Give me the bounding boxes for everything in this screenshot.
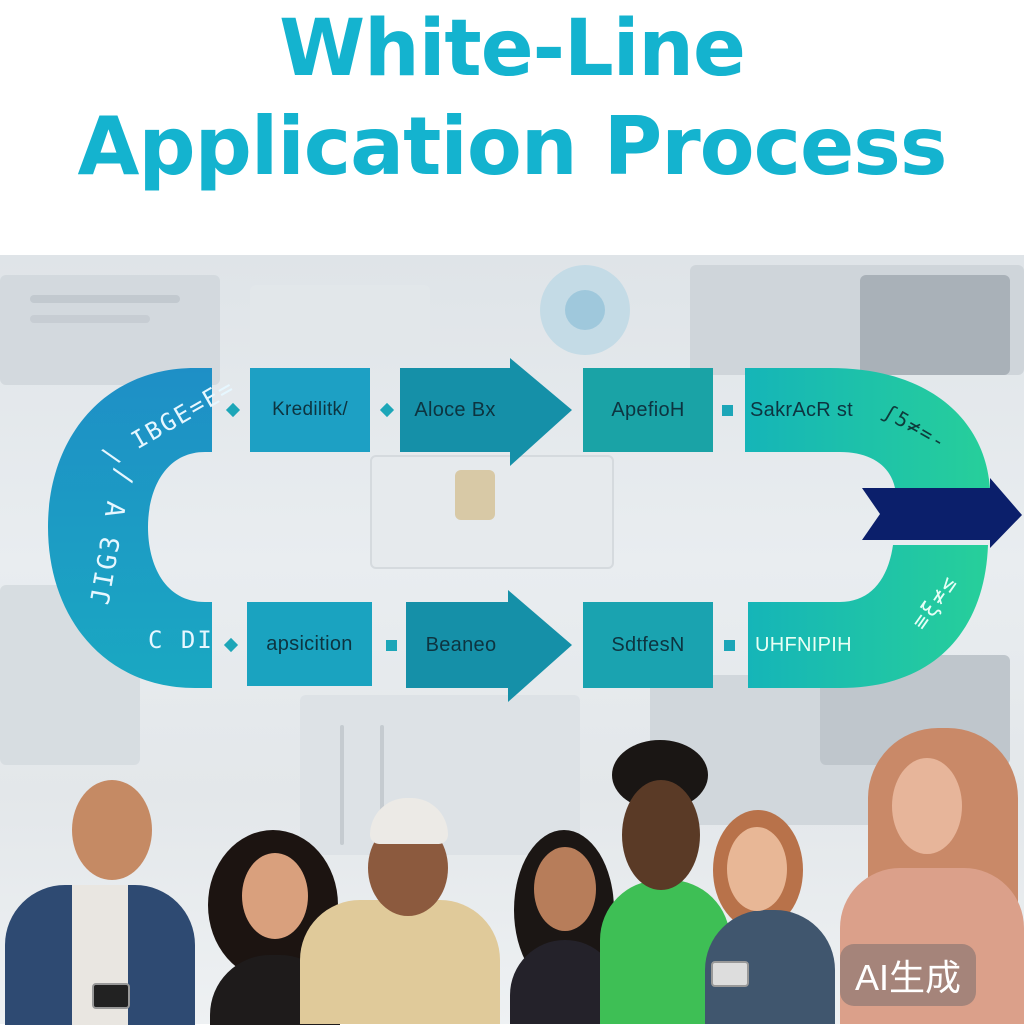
- top-step-1-label: Kredilitk/: [272, 399, 348, 420]
- title-line-1: White-Line: [279, 4, 746, 94]
- top-step-3-label: ApefioH: [611, 398, 685, 421]
- person-girl-redhead: [705, 805, 835, 1024]
- bottom-step-2-label: Beaneo: [425, 633, 497, 656]
- connector-square: [386, 640, 397, 651]
- ai-generated-badge: AI生成: [840, 944, 976, 1006]
- loop-text-lower: C DI: [148, 626, 214, 654]
- connector-square: [724, 640, 735, 651]
- phone-icon: [711, 961, 749, 987]
- bottom-step-4-label: UHFNIPIH: [755, 633, 852, 656]
- phone-icon: [92, 983, 130, 1009]
- top-step-4-label: SakrAcR st: [750, 398, 854, 421]
- connector-square: [722, 405, 733, 416]
- top-step-2-label: Aloce Bx: [414, 398, 496, 421]
- bottom-step-3-label: SdtfesN: [611, 633, 685, 656]
- person-man-blazer: [0, 775, 200, 1025]
- person-man-hat: [290, 790, 500, 1024]
- title-line-2: Application Process: [77, 100, 947, 193]
- bottom-step-1-label: apsicition: [266, 632, 353, 655]
